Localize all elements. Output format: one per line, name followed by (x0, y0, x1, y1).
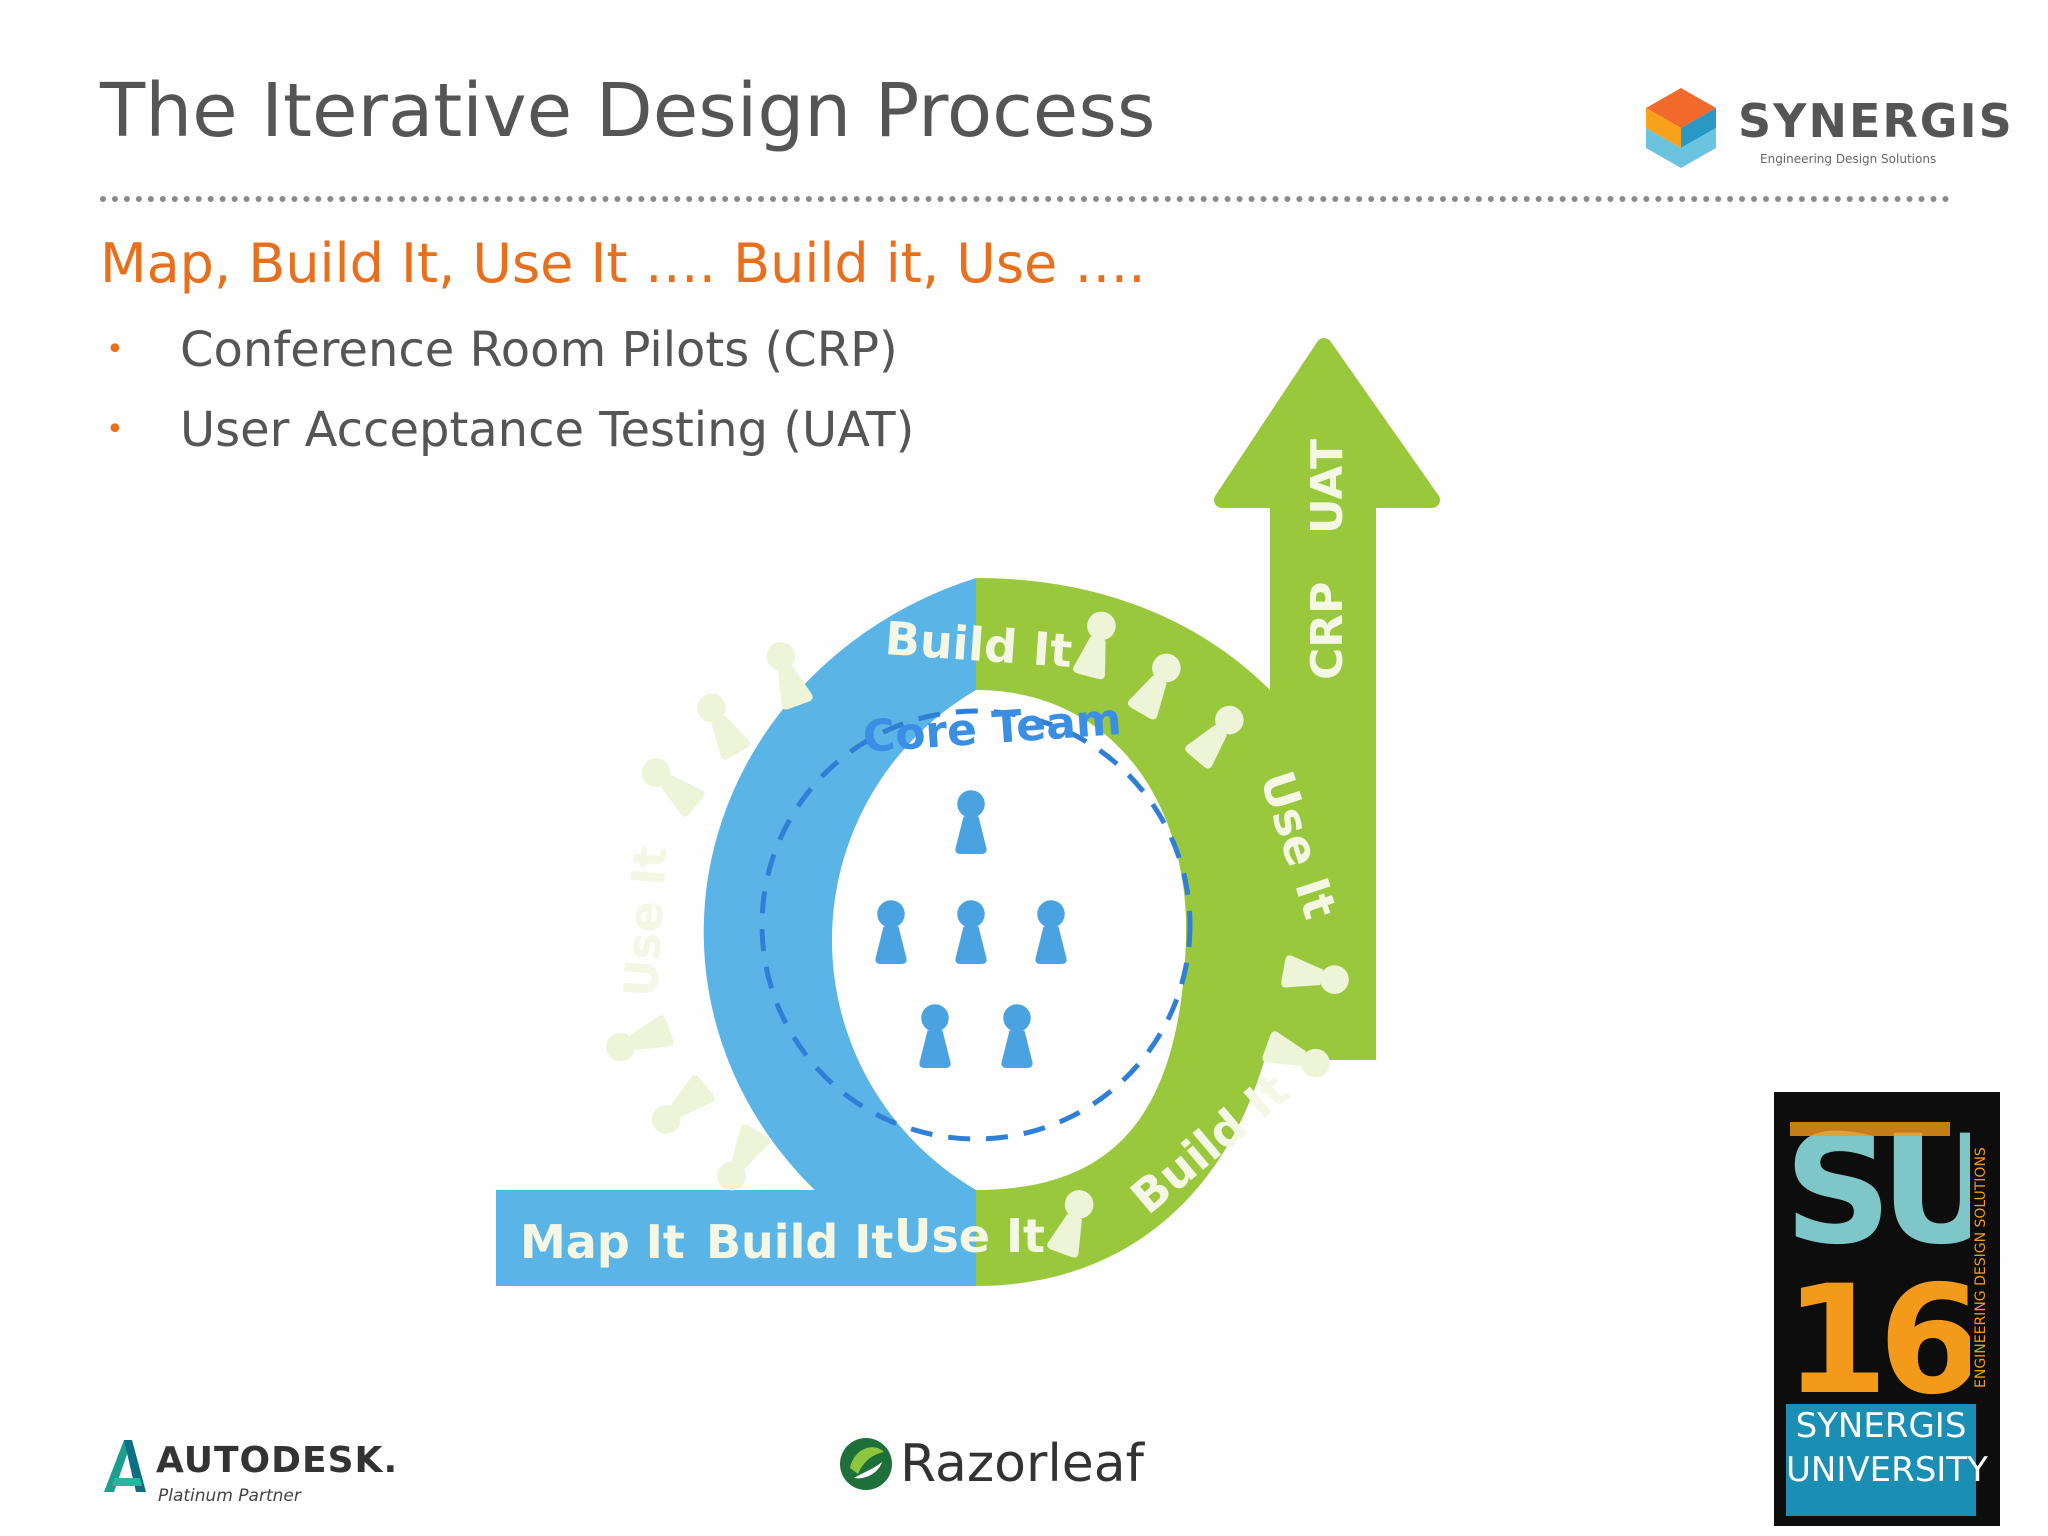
bullet-text: Conference Room Pilots (CRP) (180, 322, 898, 378)
core-team-member-icon (1035, 900, 1067, 964)
core-team-member-icon (955, 900, 987, 964)
top-arc-label-build: Build It (883, 611, 1074, 678)
core-team-member-icon (1001, 1004, 1033, 1068)
synergis-university-logo: SU 16 SYNERGIS UNIVERSITY ENGINEERING DE… (1774, 1092, 2000, 1526)
core-team-member-icon (955, 790, 987, 854)
razorleaf-logo-name: Razorleaf (900, 1434, 1144, 1494)
synergis-mark-icon (1646, 88, 1716, 168)
left-arc-label-use: Use It (613, 844, 677, 998)
core-team-circle (759, 708, 1193, 1142)
synergis-logo: SYNERGIS Engineering Design Solutions (1636, 86, 2012, 176)
user-figure-icon (760, 637, 814, 711)
su-vertical-text: ENGINEERING DESIGN SOLUTIONS (1973, 1147, 1989, 1388)
su-line1: SYNERGIS (1795, 1406, 1967, 1446)
left-arc (703, 578, 976, 1286)
bullet-text: User Acceptance Testing (UAT) (180, 402, 915, 458)
su16-mark-icon: SU 16 (1784, 1104, 1970, 1402)
bullet-item: • Conference Room Pilots (CRP) (100, 310, 914, 390)
bullet-list: • Conference Room Pilots (CRP) • User Acce… (100, 310, 914, 470)
arrow-label-uat: UAT (1302, 439, 1353, 534)
bullet-dot-icon: • (106, 332, 124, 367)
autodesk-logo-name: AUTODESK. (156, 1440, 399, 1481)
autodesk-logo-tagline: Platinum Partner (158, 1486, 301, 1506)
arrow-label-crp: CRP (1302, 582, 1353, 680)
core-team-member-icon (919, 1004, 951, 1068)
entry-label-use: Use It (894, 1209, 1045, 1263)
svg-text:ENGINEERING DESIGN SOLUTIONS: ENGINEERING DESIGN SOLUTIONS (1973, 1147, 1989, 1388)
user-figure-icon (690, 687, 752, 762)
synergis-logo-name: SYNERGIS (1738, 94, 2014, 148)
blue-track (496, 578, 976, 1286)
slide-subtitle: Map, Build It, Use It …. Build it, Use …… (100, 232, 1146, 295)
bullet-item: • User Acceptance Testing (UAT) (100, 390, 914, 470)
bullet-dot-icon: • (106, 412, 124, 447)
arrow-head (1214, 338, 1440, 508)
entry-label-build: Build It (706, 1215, 893, 1269)
title-divider (100, 196, 1950, 202)
entry-label-map: Map It (520, 1215, 685, 1269)
synergis-logo-tagline: Engineering Design Solutions (1760, 152, 1937, 166)
user-figure-icon (710, 1122, 772, 1197)
core-team-figures (875, 790, 1067, 1068)
svg-text:16: 16 (1784, 1254, 1970, 1402)
autodesk-mark-icon (104, 1440, 146, 1492)
synergis-university-badge: SYNERGIS UNIVERSITY (1786, 1404, 1988, 1516)
autodesk-logo: AUTODESK. Platinum Partner (100, 1432, 400, 1512)
core-team-member-icon (875, 900, 907, 964)
slide-title: The Iterative Design Process (100, 68, 1156, 154)
razorleaf-logo: Razorleaf (838, 1428, 1158, 1508)
user-figure-icon (644, 1073, 717, 1142)
razorleaf-leaf-icon (840, 1438, 892, 1490)
user-figure-icon (634, 750, 707, 819)
su-line2: UNIVERSITY (1786, 1450, 1988, 1490)
user-figure-icon (601, 1014, 675, 1068)
